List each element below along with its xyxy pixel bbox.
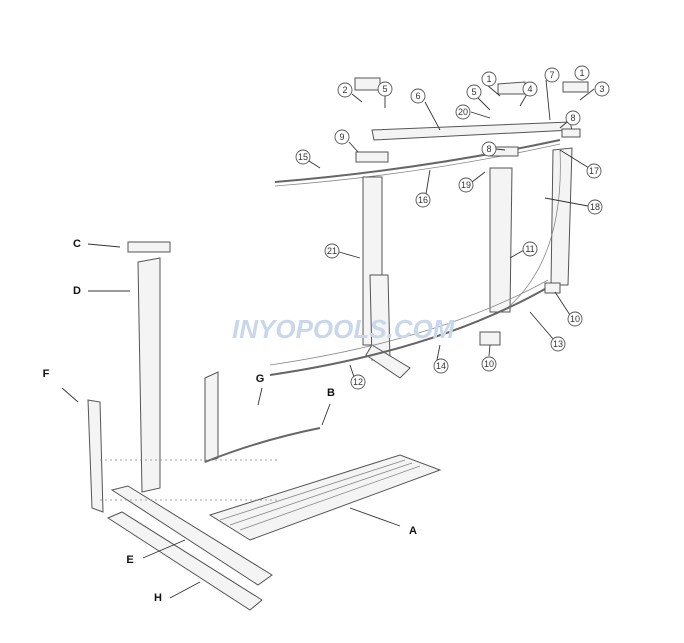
svg-text:5: 5 bbox=[382, 84, 387, 94]
part-f bbox=[87, 399, 104, 513]
callout-3: 3 bbox=[594, 81, 610, 97]
svg-text:1: 1 bbox=[486, 74, 491, 84]
svg-text:10: 10 bbox=[570, 314, 580, 324]
wall-assembly bbox=[269, 77, 589, 379]
callout-13: 13 bbox=[550, 336, 566, 352]
callout-4: 4 bbox=[522, 81, 538, 97]
part-g bbox=[204, 371, 219, 463]
callout-1b: 1 bbox=[574, 65, 590, 81]
top-ledge bbox=[371, 121, 573, 141]
label-g: G bbox=[256, 373, 265, 385]
svg-text:10: 10 bbox=[484, 359, 494, 369]
label-c: C bbox=[73, 238, 81, 250]
callout-15: 15 bbox=[295, 149, 311, 165]
callout-21: 21 bbox=[324, 243, 340, 259]
callout-19: 19 bbox=[458, 177, 474, 193]
callout-6: 6 bbox=[410, 88, 426, 104]
callout-20: 20 bbox=[455, 104, 471, 120]
label-e: E bbox=[126, 554, 133, 566]
svg-text:1: 1 bbox=[579, 68, 584, 78]
svg-text:5: 5 bbox=[471, 87, 476, 97]
label-d: D bbox=[73, 285, 81, 297]
callout-10b: 10 bbox=[481, 356, 497, 372]
callout-14: 14 bbox=[433, 358, 449, 374]
callout-8b: 8 bbox=[481, 141, 497, 157]
svg-text:7: 7 bbox=[549, 70, 554, 80]
svg-text:21: 21 bbox=[327, 246, 337, 256]
svg-text:16: 16 bbox=[418, 195, 428, 205]
svg-text:9: 9 bbox=[339, 132, 344, 142]
part-a bbox=[208, 454, 442, 541]
svg-text:19: 19 bbox=[461, 180, 471, 190]
part-b bbox=[204, 427, 321, 463]
svg-text:6: 6 bbox=[415, 91, 420, 101]
callout-5b: 5 bbox=[466, 84, 482, 100]
upright-edge bbox=[550, 147, 573, 286]
base-assembly bbox=[87, 241, 442, 611]
svg-text:18: 18 bbox=[590, 202, 600, 212]
callout-9: 9 bbox=[334, 129, 350, 145]
label-b: B bbox=[327, 387, 335, 399]
svg-text:2: 2 bbox=[342, 85, 347, 95]
upright-11 bbox=[489, 167, 513, 313]
part-c bbox=[127, 241, 171, 253]
watermark: INYOPOOLS.COM bbox=[232, 314, 456, 344]
part-h bbox=[106, 511, 263, 611]
callout-7: 7 bbox=[544, 67, 560, 83]
svg-text:12: 12 bbox=[353, 377, 363, 387]
svg-text:8: 8 bbox=[486, 144, 491, 154]
svg-text:20: 20 bbox=[458, 107, 468, 117]
callout-8a: 8 bbox=[565, 110, 581, 126]
svg-text:13: 13 bbox=[553, 339, 563, 349]
svg-text:8: 8 bbox=[570, 113, 575, 123]
callout-10a: 10 bbox=[567, 311, 583, 327]
callout-1a: 1 bbox=[481, 71, 497, 87]
callout-16: 16 bbox=[415, 192, 431, 208]
callout-11: 11 bbox=[522, 241, 538, 257]
label-a: A bbox=[409, 525, 417, 537]
leader-lines bbox=[61, 79, 595, 599]
label-f: F bbox=[43, 368, 50, 380]
callout-17: 17 bbox=[586, 163, 602, 179]
top-rail bbox=[274, 139, 561, 183]
callout-2: 2 bbox=[337, 82, 353, 98]
part-e bbox=[110, 485, 273, 586]
svg-text:14: 14 bbox=[436, 361, 446, 371]
part-d bbox=[137, 257, 161, 493]
svg-text:3: 3 bbox=[599, 84, 604, 94]
bottom-rail bbox=[269, 284, 553, 376]
svg-text:15: 15 bbox=[298, 152, 308, 162]
svg-text:17: 17 bbox=[589, 166, 599, 176]
svg-text:11: 11 bbox=[525, 244, 534, 254]
svg-text:4: 4 bbox=[527, 84, 532, 94]
callout-5a: 5 bbox=[377, 81, 393, 97]
label-h: H bbox=[154, 592, 162, 604]
callout-12: 12 bbox=[350, 374, 366, 390]
callout-18: 18 bbox=[587, 199, 603, 215]
